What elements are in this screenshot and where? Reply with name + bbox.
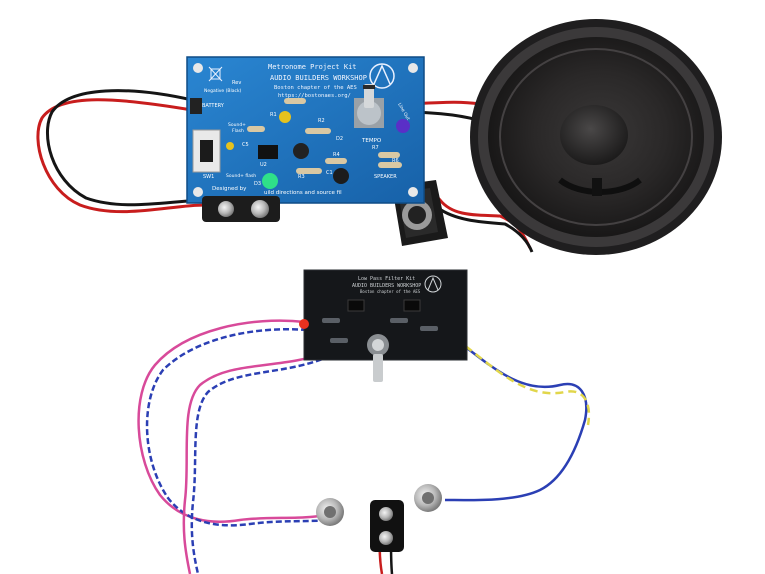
battery-clip-top — [202, 196, 280, 222]
r2-label: R2 — [318, 118, 325, 124]
rev-label: Rev — [232, 80, 241, 86]
r4-label: R4 — [333, 152, 340, 158]
filter-wires — [137, 319, 591, 574]
sound-flash-label: Sound+ flash — [226, 173, 256, 179]
filter-org: AUDIO BUILDERS WORKSHOP — [352, 283, 421, 289]
sw1-label: SW1 — [203, 174, 214, 180]
right-blue-wire — [444, 334, 588, 502]
battery-clip-bottom — [370, 500, 404, 552]
filter-red-led — [299, 319, 309, 329]
filter-aes-logo — [424, 275, 442, 293]
green-led — [262, 173, 278, 189]
tempo-knob — [354, 84, 384, 128]
tempo-label: TEMPO — [361, 138, 382, 144]
negative-label: Negative (Black) — [204, 88, 242, 94]
u2-label: U2 — [260, 162, 267, 168]
speaker-dust-cap — [560, 105, 628, 165]
metronome-title: Metronome Project Kit — [268, 63, 357, 71]
power-switch — [192, 129, 221, 173]
metronome-url: https://bostonaes.org/ — [278, 93, 351, 99]
speaker-label: SPEAKER — [374, 174, 397, 180]
left-pink-wire — [137, 319, 326, 523]
d2-label: D2 — [336, 136, 343, 142]
build-note-label: uild directions and source fil — [264, 190, 342, 196]
metronome-org: AUDIO BUILDERS WORKSHOP — [270, 74, 367, 82]
filter-title: Low Pass Filter Kit — [358, 276, 415, 282]
mid-blue-wire — [190, 354, 331, 574]
c5-label: C5 — [242, 142, 249, 148]
capacitors — [226, 111, 410, 184]
left-blue-wire — [145, 328, 331, 527]
battery-red-wire — [36, 98, 206, 214]
r3-label: R3 — [298, 174, 305, 180]
timer-ic — [258, 145, 278, 159]
c1-label: C1 — [326, 170, 333, 176]
mid-pink-wire — [182, 350, 329, 574]
sound-label: Sound+ — [228, 122, 246, 128]
resistors — [247, 98, 402, 174]
right-yellow-wire — [454, 337, 591, 426]
r6-label: R6 — [392, 158, 399, 164]
input-jack-left — [316, 498, 344, 526]
filter-board: Low Pass Filter Kit AUDIO BUILDERS WORKS… — [299, 269, 468, 382]
battery-header — [190, 98, 202, 114]
filter-ic-right — [403, 299, 421, 312]
battery-black-wire — [45, 89, 211, 207]
r7-label: R7 — [372, 145, 379, 151]
d3-label: D3 — [254, 181, 261, 187]
metronome-board: Metronome Project Kit AUDIO BUILDERS WOR… — [186, 56, 425, 204]
aes-logo — [369, 63, 395, 89]
battery-label: BATTERY — [202, 103, 225, 109]
speaker — [470, 19, 722, 255]
filter-ic-left — [347, 299, 365, 312]
metronome-chapter: Boston chapter of the AES — [274, 85, 357, 91]
designed-by-label: Designed by — [212, 186, 247, 192]
filter-chapter: Boston chapter of the AES — [360, 289, 421, 294]
r1-label: R1 — [270, 112, 277, 118]
battery-wires — [36, 89, 211, 214]
filter-knob — [367, 334, 389, 382]
input-jack-right — [414, 484, 442, 512]
recycle-bin-icon — [208, 66, 223, 82]
filter-resistors — [322, 318, 438, 343]
flash-label: Flash — [232, 128, 244, 134]
